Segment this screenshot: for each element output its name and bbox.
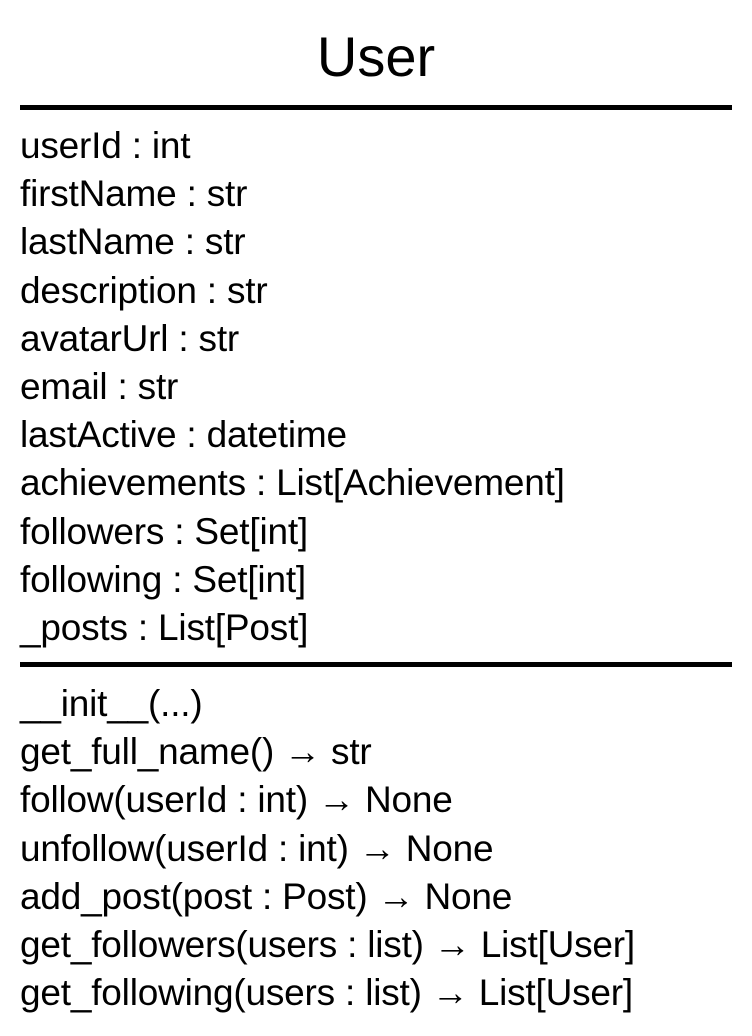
method-item: add_post(post : Post) → None <box>20 875 513 917</box>
attribute-item: firstName : str <box>20 173 248 215</box>
method-item: unfollow(userId : int) → None <box>20 827 494 869</box>
method-item: get_following(users : list) → List[User] <box>20 972 633 1014</box>
attribute-item: _posts : List[Post] <box>20 606 309 648</box>
attribute-item: avatarUrl : str <box>20 317 240 359</box>
attribute-item: following : Set[int] <box>20 558 306 600</box>
attributes-methods-divider <box>20 662 732 667</box>
attribute-item: lastName : str <box>20 221 246 263</box>
class-name: User <box>316 25 436 88</box>
method-item: get_full_name() → str <box>20 731 372 773</box>
method-item: follow(userId : int) → None <box>20 779 453 821</box>
attributes-compartment: userId : int firstName : str lastName : … <box>20 122 565 652</box>
attribute-item: achievements : List[Achievement] <box>20 462 565 504</box>
title-attributes-divider <box>20 105 732 110</box>
attribute-item: description : str <box>20 269 268 311</box>
attribute-item: followers : Set[int] <box>20 510 309 552</box>
methods-compartment: __init__(...) get_full_name() → str foll… <box>20 680 635 1017</box>
method-item: __init__(...) <box>20 683 203 724</box>
attribute-item: lastActive : datetime <box>20 414 347 456</box>
method-item: get_followers(users : list) → List[User] <box>20 923 636 965</box>
attribute-item: userId : int <box>20 125 191 166</box>
attribute-item: email : str <box>20 365 179 407</box>
